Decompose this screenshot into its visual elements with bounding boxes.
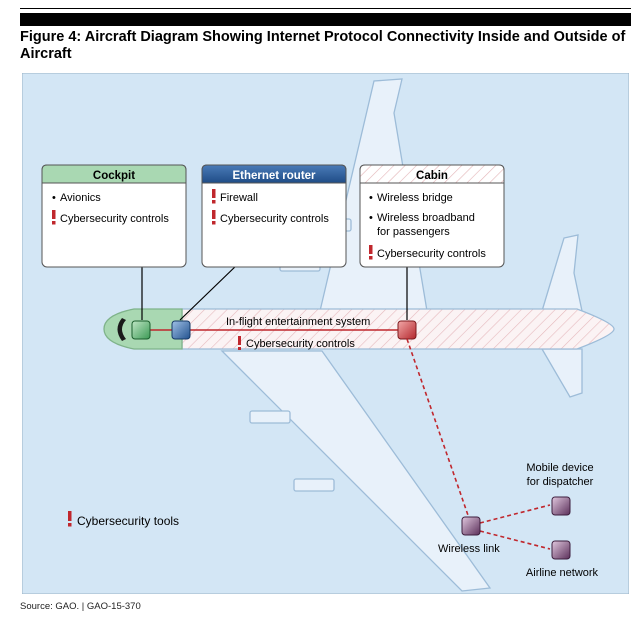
source-note: Source: GAO. | GAO-15-370 [20, 601, 141, 612]
cockpit-box: Cockpit • Avionics Cybersecurity control… [41, 164, 187, 268]
router-title: Ethernet router [232, 170, 316, 182]
ife-control-mark [238, 336, 241, 345]
figure-title: Figure 4: Aircraft Diagram Showing Inter… [20, 29, 626, 62]
top-rule-thin [20, 8, 631, 9]
ife-label: In-flight entertainment system [226, 316, 370, 328]
airline-network-node [551, 540, 571, 560]
cockpit-bullet: • [52, 192, 56, 204]
cabin-control-mark [369, 245, 373, 254]
svg-text:•: • [369, 212, 373, 224]
cabin-item-broadband: Wireless broadband [377, 212, 475, 224]
ife-control-mark-dot [238, 347, 241, 350]
cabin-title: Cabin [416, 170, 448, 182]
mobile-device-node [551, 496, 571, 516]
cabin-item-bridge: Wireless bridge [377, 192, 453, 204]
router-box: Ethernet router Firewall Cybersecurity c… [201, 164, 347, 268]
cabin-box: Cabin • Wireless bridge • Wireless broad… [359, 164, 505, 268]
cabin-control-label: Cybersecurity controls [377, 248, 486, 260]
cabin-item-passengers: for passengers [377, 226, 450, 238]
aircraft-diagram: In-flight entertainment system Cybersecu… [22, 73, 629, 594]
top-rule-thick [20, 13, 631, 26]
router-firewall-label: Firewall [220, 192, 258, 204]
legend-mark [68, 511, 72, 521]
cockpit-item-avionics: Avionics [60, 192, 101, 204]
cockpit-control-mark [52, 210, 56, 219]
mobile-device-label: Mobile device [526, 462, 593, 474]
svg-text:•: • [369, 192, 373, 204]
airline-network-label: Airline network [526, 567, 599, 579]
cabin-node [397, 320, 417, 340]
router-node [171, 320, 191, 340]
wireless-link-node [461, 516, 481, 536]
wireless-links [406, 338, 551, 550]
cockpit-windshield [117, 318, 126, 341]
wireless-link-label: Wireless link [438, 543, 500, 555]
ife-control-label: Cybersecurity controls [246, 338, 355, 350]
mobile-device-label-2: for dispatcher [527, 476, 594, 488]
cockpit-title: Cockpit [93, 170, 135, 182]
router-connector [179, 262, 240, 321]
legend-label: Cybersecurity tools [77, 514, 179, 528]
legend: Cybersecurity tools [68, 511, 179, 528]
cockpit-control-label: Cybersecurity controls [60, 213, 169, 225]
router-control-label: Cybersecurity controls [220, 213, 329, 225]
router-control-mark [212, 210, 216, 219]
cockpit-node [131, 320, 151, 340]
router-firewall-mark [212, 189, 216, 198]
